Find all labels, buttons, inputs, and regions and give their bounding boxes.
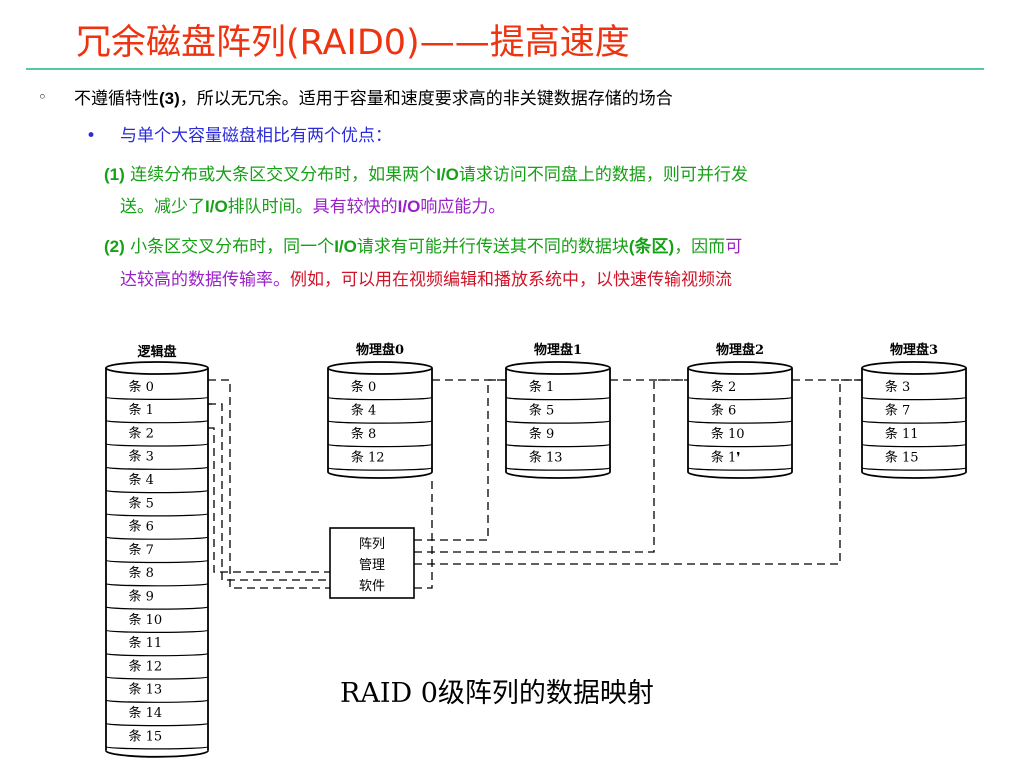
strip-label: 条 7 [128, 542, 153, 558]
array-software-line-3: 软件 [359, 579, 385, 594]
strip-label: 条 11 [128, 635, 162, 651]
mapping-lines [208, 379, 862, 589]
strip-label: 条 14 [128, 705, 162, 721]
strip-label: 条 4 [128, 472, 153, 488]
advantage-2-line-2: 达较高的数据传输率。例如，可以用在视频编辑和播放系统中，以快速传输视频流 [120, 270, 732, 290]
strip-label: 条 0 [128, 379, 153, 395]
dashed-connector [208, 379, 330, 589]
strip-label: 条 6 [128, 519, 153, 535]
array-software-line-1: 阵列 [359, 537, 385, 552]
bullet-marker-open: ◦ [38, 88, 47, 106]
title-divider [26, 68, 984, 70]
advantage-1-line-1: (1) 连续分布或大条区交叉分布时，如果两个I/O请求访问不同盘上的数据，则可并… [104, 165, 748, 185]
physical-disk-0: 条 0 条 4 条 8 条 12 物理盘0 [327, 342, 433, 479]
dashed-connector [414, 480, 433, 589]
diagram-caption: RAID 0级阵列的数据映射 [340, 678, 654, 709]
strip-label: 条 10 [128, 612, 162, 628]
strip-label: 条 6 [711, 402, 736, 418]
strip-label: 条 11 [885, 426, 919, 442]
bullet-advantages: 与单个大容量磁盘相比有两个优点： [120, 126, 392, 146]
bullet-marker-dot: • [86, 126, 97, 146]
strip-label: 条 1 [128, 402, 153, 418]
strip-label: 条 8 [351, 426, 376, 442]
strip-label: 条 4 [351, 402, 376, 418]
physical-disk-1-label: 物理盘1 [534, 342, 582, 358]
strip-label: 条 7 [885, 402, 910, 418]
strip-label: 条 3 [885, 379, 910, 395]
physical-disk-0-label: 物理盘0 [356, 342, 404, 358]
dashed-connector [414, 379, 862, 565]
bullet-no-redundancy: 不遵循特性(3)，所以无冗余。适用于容量和速度要求高的非关键数据存储的场合 [74, 89, 673, 109]
strip-label: 条 5 [529, 402, 554, 418]
strip-label: 条 9 [529, 426, 554, 442]
logical-disk: 条 0 条 1 条 2 条 3 条 4 条 5 条 6 条 7 条 8 条 9 条 10 条 11 条 … [105, 344, 209, 758]
strip-label: 条 12 [351, 449, 385, 465]
logical-disk-label: 逻辑盘 [137, 344, 176, 360]
advantage-1-line-2: 送。减少了I/O排队时间。具有较快的I/O响应能力。 [120, 197, 506, 217]
physical-disk-2-label: 物理盘2 [716, 342, 764, 358]
strip-label: 条 2 [128, 425, 153, 441]
advantage-2-line-1: (2) 小条区交叉分布时，同一个I/O请求有可能并行传送其不同的数据块(条区)，… [104, 237, 743, 257]
physical-disk-3: 条 3 条 7 条 11 条 15 物理盘3 [861, 342, 967, 479]
strip-label: 条 2 [711, 379, 736, 395]
strip-label: 条 15 [128, 728, 162, 744]
array-software-box: 阵列 管理 软件 [329, 527, 415, 599]
physical-disk-2: 条 2 条 6 条 10 条 1❜ 物理盘2 [687, 342, 793, 479]
physical-disk-3-label: 物理盘3 [890, 342, 938, 358]
strip-label: 条 15 [885, 449, 919, 465]
strip-label: 条 3 [128, 449, 153, 465]
slide-title: 冗余磁盘阵列(RAID0)——提高速度 [76, 23, 630, 63]
strip-label: 条 8 [128, 565, 153, 581]
strip-label: 条 10 [711, 426, 745, 442]
strip-label: 条 9 [128, 588, 153, 604]
dashed-connector [208, 427, 330, 573]
strip-label: 条 0 [351, 379, 376, 395]
dashed-connector [208, 403, 330, 581]
strip-label: 条 13 [529, 449, 563, 465]
array-software-line-2: 管理 [359, 558, 385, 573]
disks-group: 条 0条 1条 2条 3条 4条 5条 6条 7条 8条 9条 10条 11条 … [105, 342, 967, 758]
strip-label: 条 1❜ [711, 449, 741, 465]
dashed-connector [414, 379, 688, 553]
strip-label: 条 1 [529, 379, 554, 395]
physical-disk-1: 条 1 条 5 条 9 条 13 物理盘1 [505, 342, 611, 479]
strip-label: 条 13 [128, 682, 162, 698]
strip-label: 条 5 [128, 495, 153, 511]
strip-label: 条 12 [128, 658, 162, 674]
